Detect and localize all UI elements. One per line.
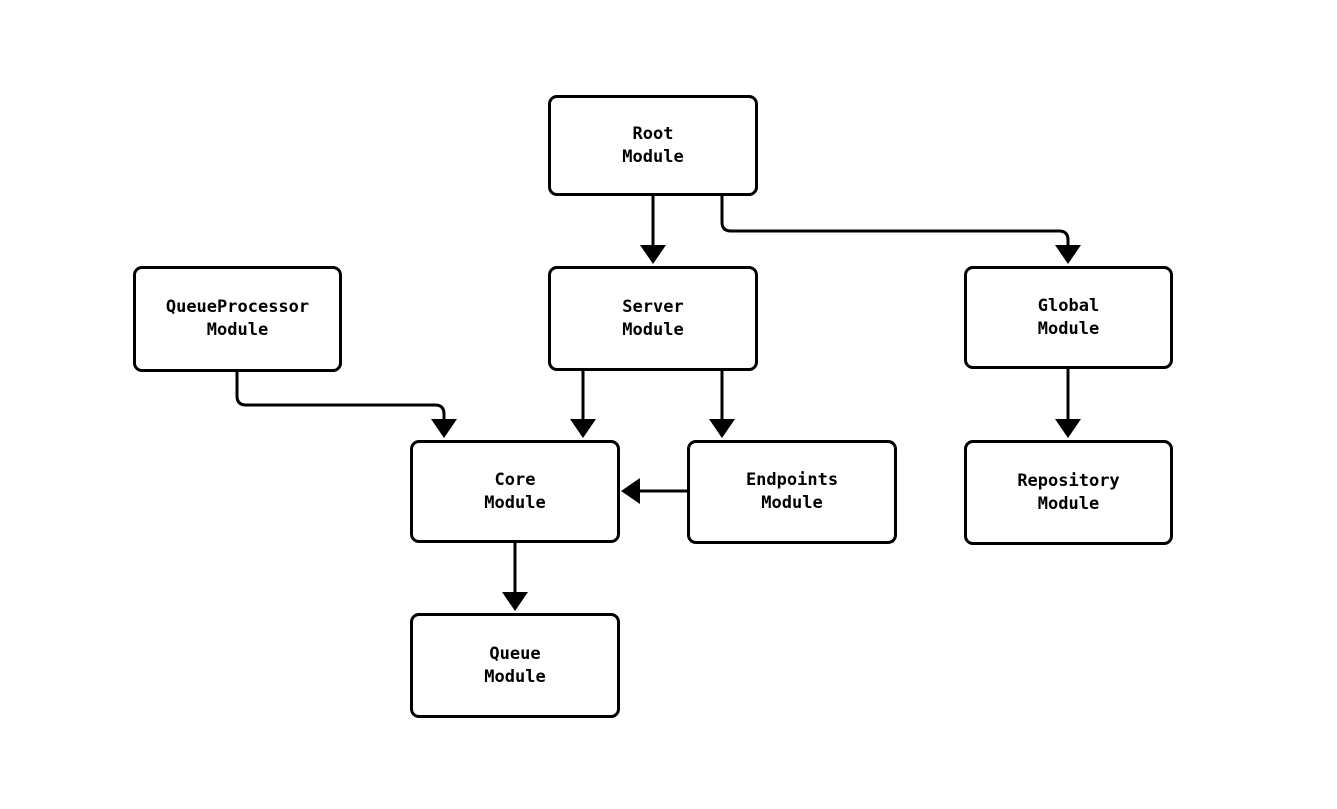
node-label-primary: Core — [494, 469, 536, 490]
edge-endpoints-to-core — [621, 478, 687, 504]
arrow-head-icon — [1055, 245, 1081, 264]
node-label-secondary: Module — [622, 319, 684, 340]
edge-queueprocessor-to-core — [235, 372, 457, 438]
edge-line — [235, 372, 446, 420]
edge-line — [720, 196, 1070, 246]
node-label-secondary: Module — [622, 146, 684, 167]
edge-global-to-repository — [1055, 369, 1081, 438]
node-label-secondary: Module — [206, 320, 269, 340]
arrow-head-icon — [502, 592, 528, 611]
node-label-primary: Endpoints — [745, 470, 839, 490]
node-label-primary: QueueProcessor — [165, 297, 310, 317]
edge-server-to-core — [570, 371, 596, 438]
arrow-head-icon — [431, 419, 457, 438]
node-label-primary: Root — [632, 123, 674, 144]
node-label-secondary: Module — [1037, 318, 1100, 339]
node-label-secondary: Module — [484, 492, 546, 513]
node-label-primary: Queue — [489, 643, 541, 664]
node-label-secondary: Module — [1037, 493, 1100, 514]
node-label-secondary: Module — [761, 493, 823, 513]
arrow-head-icon — [1055, 419, 1081, 438]
edge-root-to-server — [640, 196, 666, 264]
edge-core-to-queue — [502, 543, 528, 611]
edge-server-to-endpoints — [709, 371, 735, 438]
node-label-secondary: Module — [484, 666, 546, 687]
node-label-primary: Global — [1037, 295, 1100, 316]
arrow-head-icon — [709, 419, 735, 438]
edge-root-to-global — [720, 196, 1081, 264]
node-label-primary: Repository — [1017, 470, 1120, 491]
arrow-head-icon — [570, 419, 596, 438]
arrow-head-icon — [621, 478, 640, 504]
arrow-head-icon — [640, 245, 666, 264]
node-label-primary: Server — [622, 296, 684, 317]
